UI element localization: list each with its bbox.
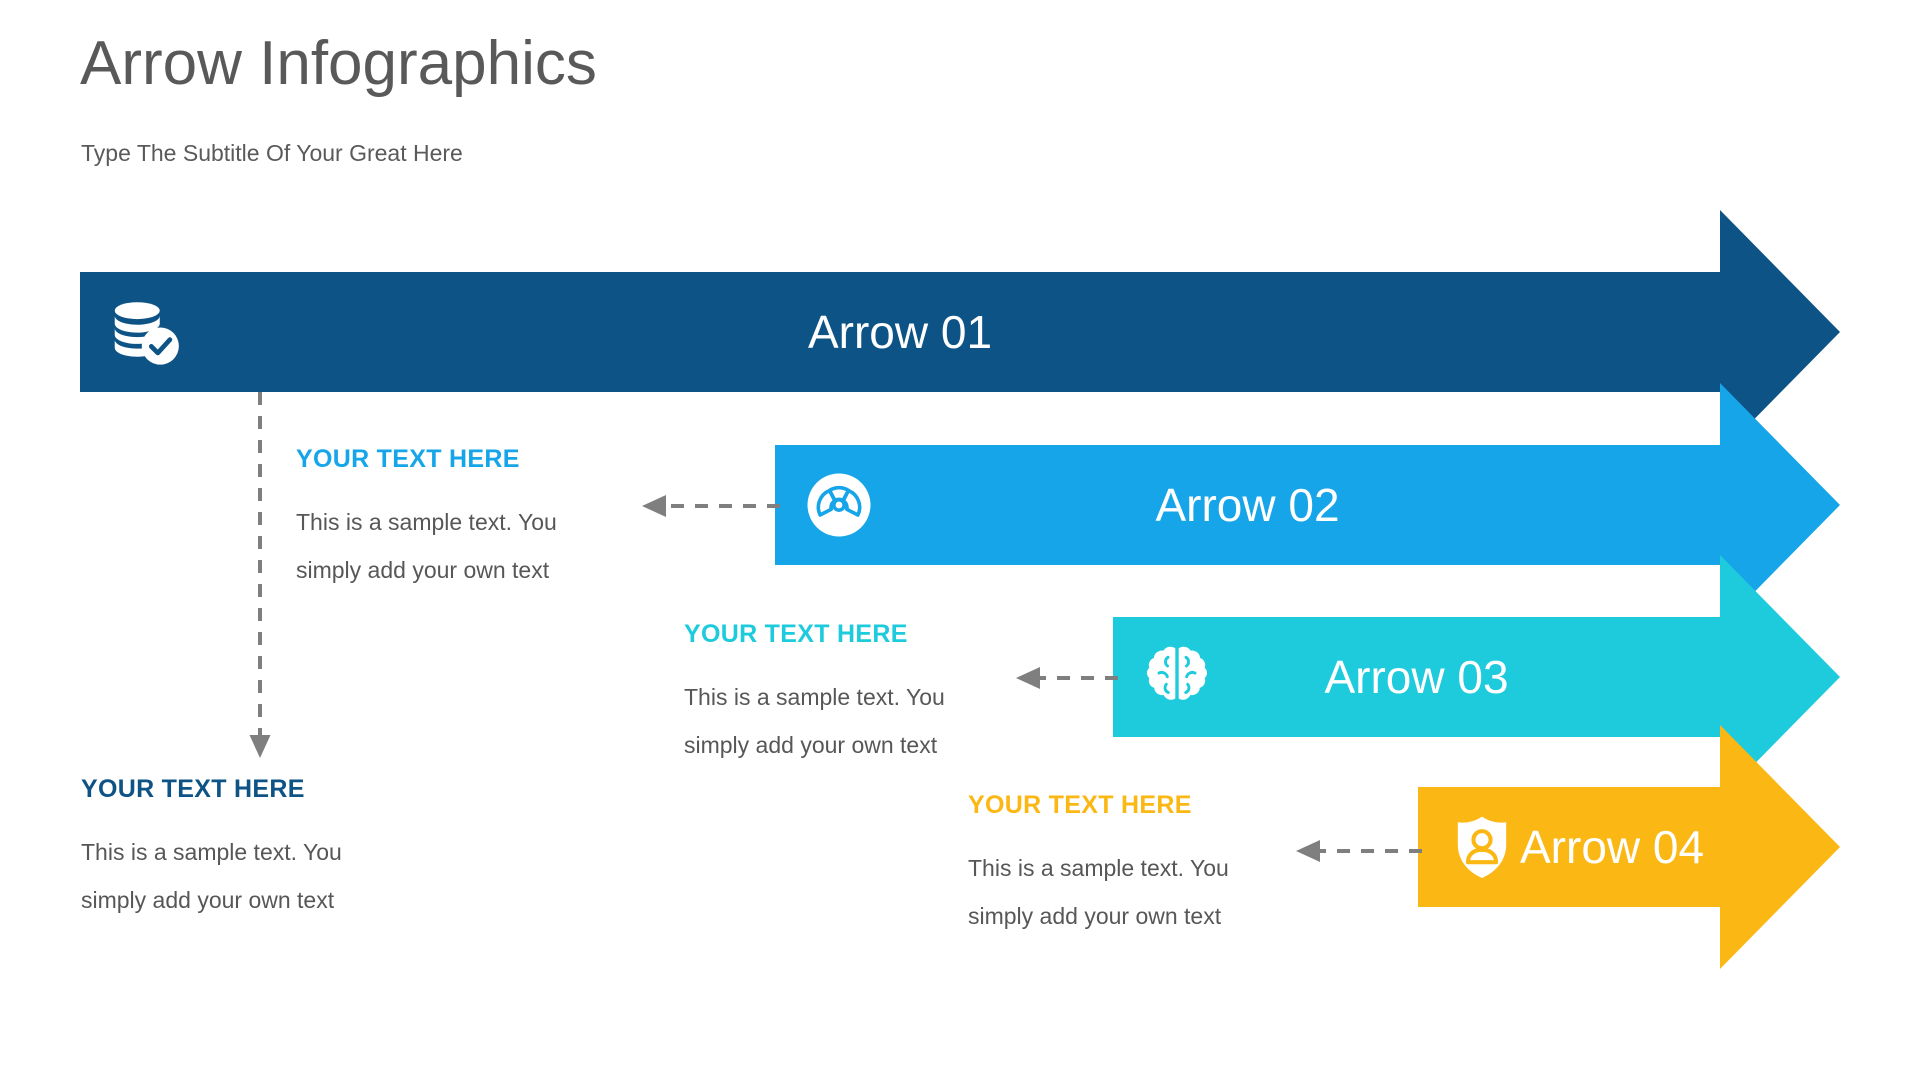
text-block-04-title: YOUR TEXT HERE xyxy=(968,791,1192,819)
page-subtitle: Type The Subtitle Of Your Great Here xyxy=(81,140,463,166)
connector-01 xyxy=(249,392,271,758)
brain-icon xyxy=(1141,641,1213,713)
arrow-03-shape xyxy=(1113,555,1840,799)
arrow-01-shape xyxy=(80,210,1840,454)
arrow-04-label: Arrow 04 xyxy=(1520,821,1705,873)
arrow-04-shape xyxy=(1418,725,1840,969)
text-block-03-body: This is a sample text. You simply add yo… xyxy=(684,684,945,758)
text-block-02-body: This is a sample text. You simply add yo… xyxy=(296,509,557,583)
text-block-01-body: This is a sample text. You simply add yo… xyxy=(81,839,342,913)
database-check-icon xyxy=(108,296,180,368)
connector-04 xyxy=(1296,840,1422,862)
arrow-band-01[interactable]: Arrow 01 xyxy=(80,210,1840,454)
page-title: Arrow Infographics xyxy=(80,29,597,98)
arrow-band-02[interactable]: Arrow 02 xyxy=(775,383,1840,627)
shield-user-icon xyxy=(1446,811,1518,883)
arrow-02-label: Arrow 02 xyxy=(1155,479,1340,531)
text-block-04: YOUR TEXT HERE This is a sample text. Yo… xyxy=(968,793,1298,940)
arrow-03-label: Arrow 03 xyxy=(1324,651,1509,703)
text-block-01: YOUR TEXT HERE This is a sample text. Yo… xyxy=(81,777,411,924)
connector-03 xyxy=(1016,667,1118,689)
arrow-02-shape xyxy=(775,383,1840,627)
text-block-01-title: YOUR TEXT HERE xyxy=(81,775,305,803)
arrow-band-03[interactable]: Arrow 03 xyxy=(1113,555,1840,799)
arrow-01-label: Arrow 01 xyxy=(807,306,993,358)
text-block-03-title: YOUR TEXT HERE xyxy=(684,620,908,648)
text-block-04-body: This is a sample text. You simply add yo… xyxy=(968,855,1229,929)
radiation-icon xyxy=(803,469,875,541)
text-block-03: YOUR TEXT HERE This is a sample text. Yo… xyxy=(684,622,1014,769)
connector-02 xyxy=(642,495,780,517)
text-block-02: YOUR TEXT HERE This is a sample text. Yo… xyxy=(296,447,626,594)
text-block-02-title: YOUR TEXT HERE xyxy=(296,445,520,473)
arrow-band-04[interactable]: Arrow 04 xyxy=(1418,725,1840,969)
